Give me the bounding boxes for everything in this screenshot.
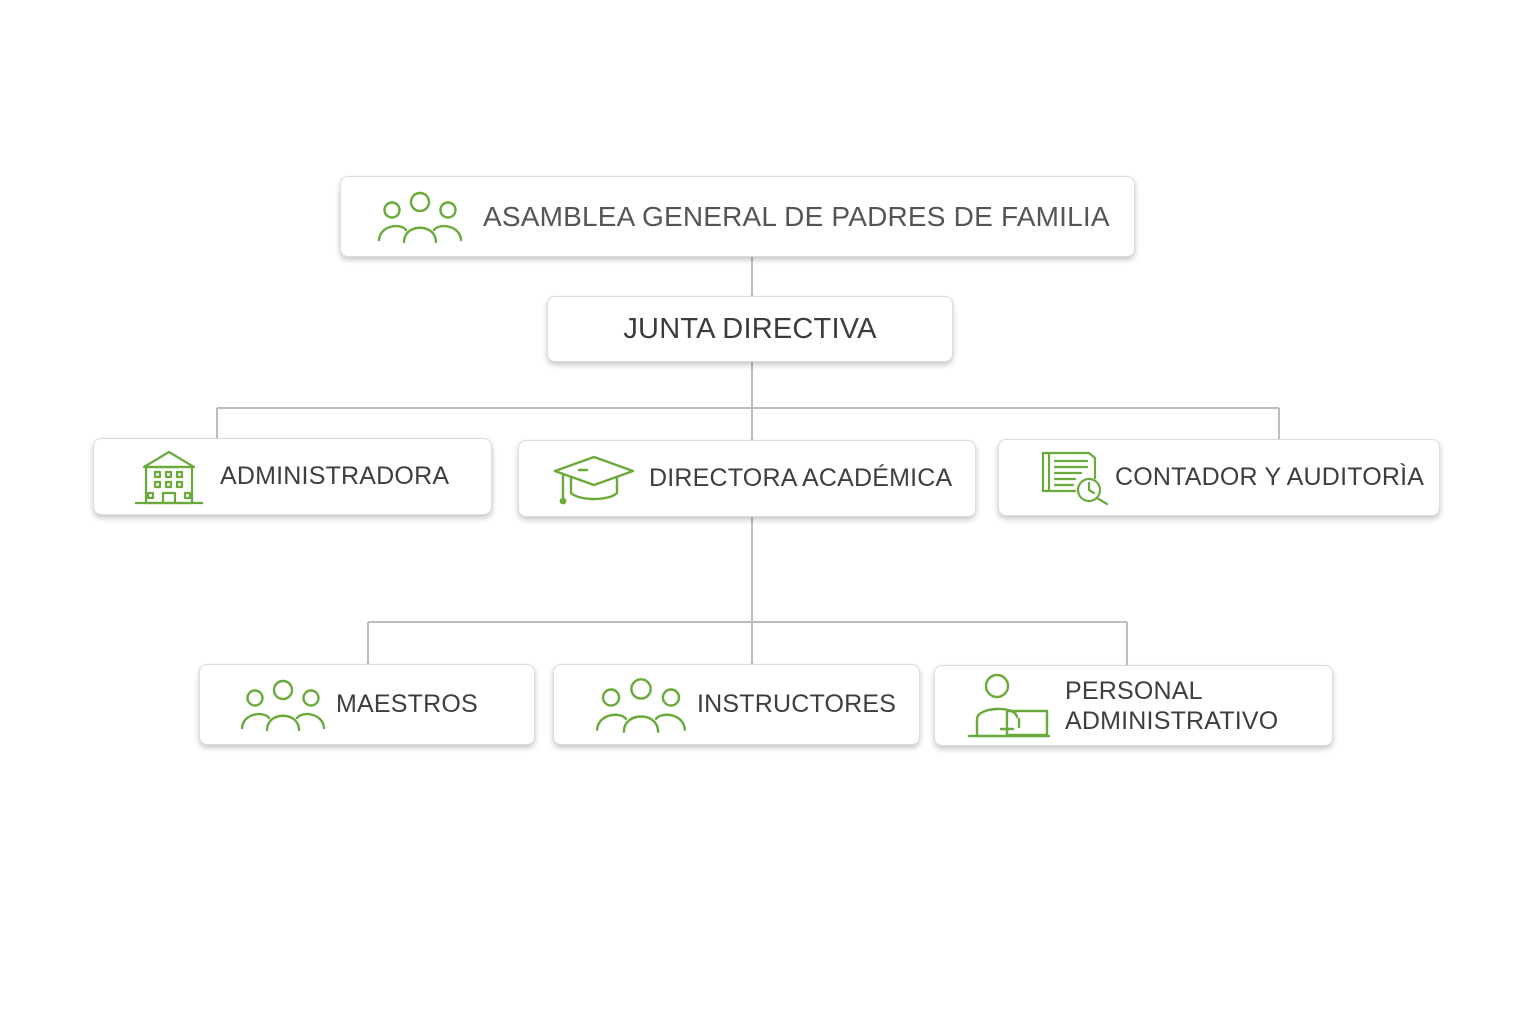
school-building-icon <box>134 449 204 505</box>
node-directora-academica: DIRECTORA ACADÉMICA <box>518 440 976 517</box>
node-personal-administrativo: PERSONAL ADMINISTRATIVO <box>934 665 1333 746</box>
node-label: CONTADOR Y AUDITORÌA <box>1115 463 1425 491</box>
group-people-icon <box>377 190 463 244</box>
node-junta-directiva: JUNTA DIRECTIVA <box>547 296 953 362</box>
node-label: JUNTA DIRECTIVA <box>623 312 877 345</box>
node-contador-auditoria: CONTADOR Y AUDITORÌA <box>998 439 1440 516</box>
node-maestros: MAESTROS <box>199 664 535 745</box>
node-instructores: INSTRUCTORES <box>553 664 920 745</box>
group-people-icon <box>240 678 326 732</box>
node-administradora: ADMINISTRADORA <box>93 438 492 515</box>
node-label-line-1: PERSONAL <box>1065 676 1203 705</box>
node-label: ASAMBLEA GENERAL DE PADRES DE FAMILIA <box>483 200 1110 232</box>
person-at-desk-icon <box>967 673 1051 739</box>
node-label: ADMINISTRADORA <box>220 462 450 490</box>
node-label-line-2: ADMINISTRATIVO <box>1065 706 1279 735</box>
node-label: INSTRUCTORES <box>697 690 897 718</box>
node-asamblea-general: ASAMBLEA GENERAL DE PADRES DE FAMILIA <box>340 176 1135 257</box>
ledger-search-icon <box>1041 450 1111 506</box>
graduation-cap-icon <box>553 453 635 505</box>
node-label-group: PERSONAL ADMINISTRATIVO <box>1065 676 1278 736</box>
group-people-icon <box>595 676 687 734</box>
node-label: DIRECTORA ACADÉMICA <box>649 464 953 492</box>
node-label: MAESTROS <box>336 690 478 718</box>
